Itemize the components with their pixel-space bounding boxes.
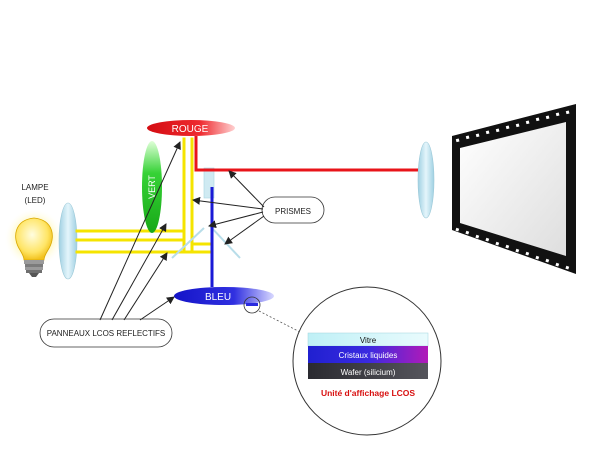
condenser-lens (58, 202, 78, 280)
panel-green (142, 141, 162, 233)
projection-screen (452, 104, 576, 274)
layer-wafer (308, 363, 428, 379)
layer-cristaux (308, 346, 428, 363)
lamp-icon (4, 208, 64, 277)
layer-vitre-label: Vitre (360, 336, 377, 345)
projection-lens (417, 141, 435, 219)
layer-wafer-label: Wafer (silicium) (341, 368, 396, 377)
panel-blue-label: BLEU (205, 292, 231, 303)
film-perforations (455, 110, 570, 270)
lcos-detail-magnifier (292, 286, 442, 436)
panel-red (147, 120, 235, 136)
lamp-sublabel: (LED) (25, 196, 46, 205)
panel-blue (174, 287, 274, 305)
prismes-label: PRISMES (275, 207, 311, 216)
panneaux-label: PANNEAUX LCOS REFLECTIFS (47, 329, 166, 338)
panneaux-callout (39, 141, 181, 348)
layer-cristaux-label: Cristaux liquides (339, 351, 398, 360)
zoom-indicator (243, 296, 301, 333)
prismes-callout (192, 170, 325, 245)
panel-red-label: ROUGE (172, 124, 209, 135)
lamp-label: LAMPE (21, 183, 48, 192)
color-beams (162, 136, 420, 287)
panel-green-label: VERT (147, 175, 157, 199)
lcos-caption: Unité d'affichage LCOS (321, 388, 415, 398)
